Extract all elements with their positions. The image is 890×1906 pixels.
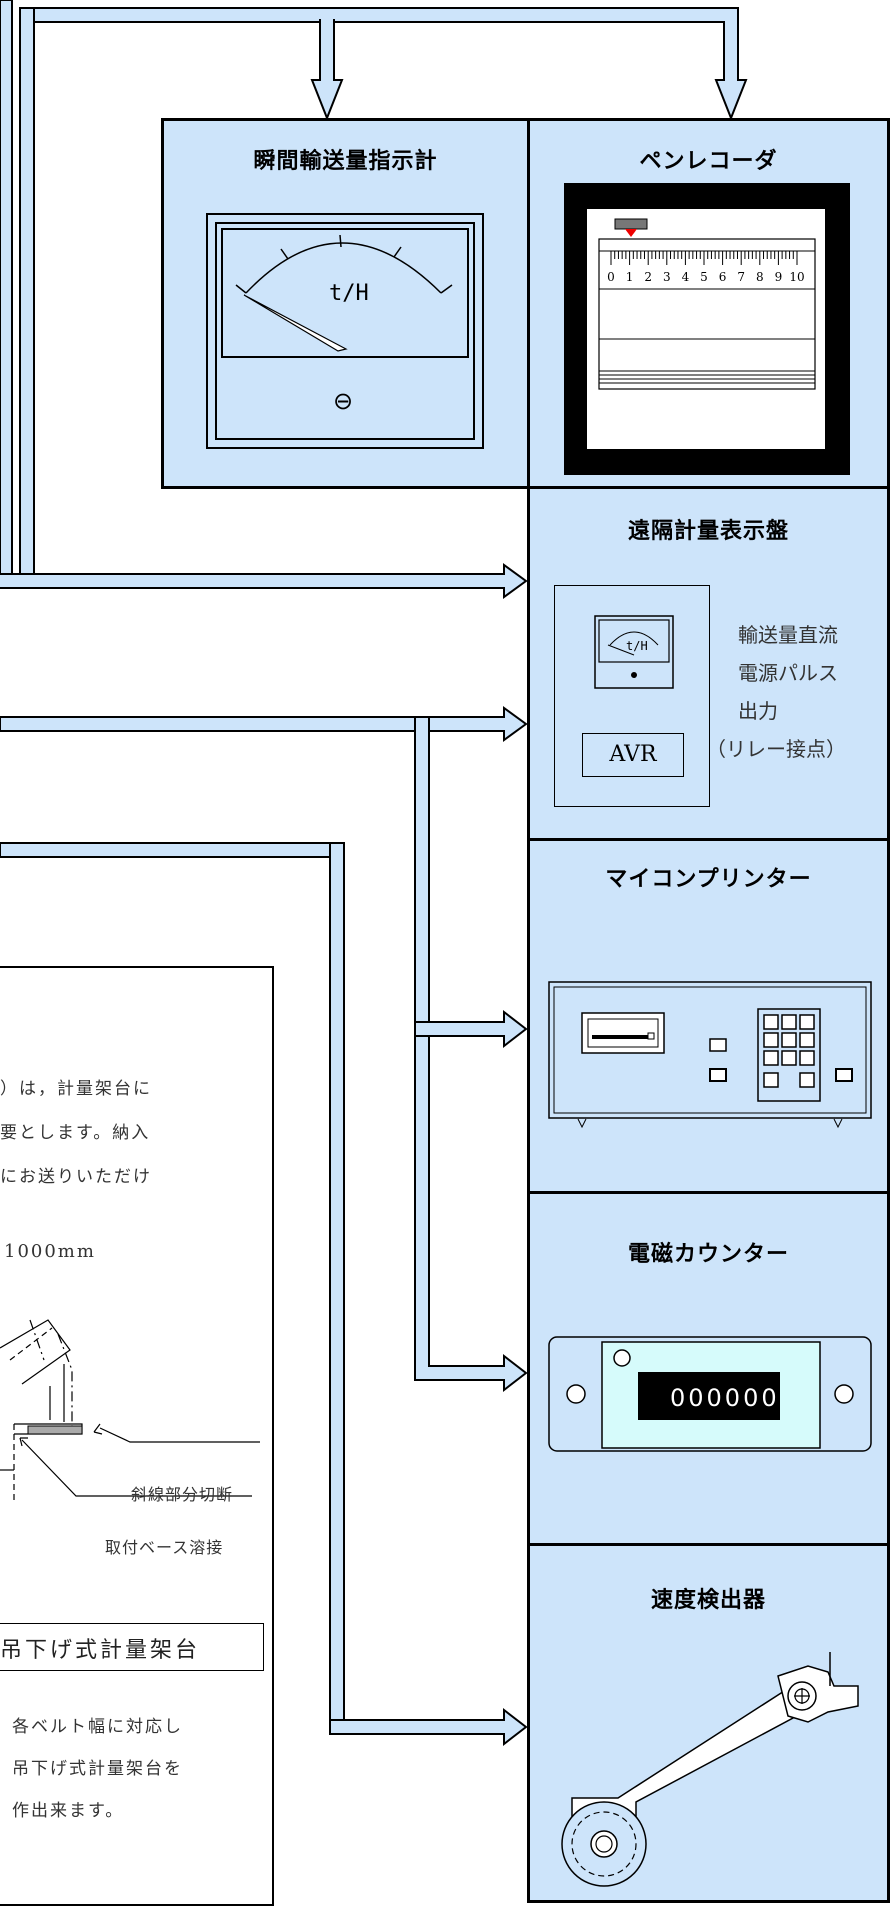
- arrow-to-counter: [414, 1353, 528, 1393]
- panel-title: 瞬間輸送量指示計: [253, 149, 438, 174]
- recorder-scale-label: 4: [682, 270, 690, 284]
- output-desc-1: 輸送量直流: [738, 623, 838, 647]
- recorder-scale-label: 2: [644, 270, 652, 284]
- printer-icon: [548, 981, 872, 1129]
- frame-title: 吊下げ式計量架台: [0, 1638, 201, 1663]
- counter-icon: [548, 1336, 872, 1452]
- panel-counter: 電磁カウンター 000000: [527, 1191, 890, 1546]
- output-desc-2: 電源パルス: [738, 661, 838, 685]
- recorder-scale-label: 9: [775, 270, 783, 284]
- small-meter-icon: [594, 615, 674, 689]
- arrow-to-speed-detector: [0, 842, 528, 1747]
- panel-title: 速度検出器: [650, 1588, 766, 1613]
- top-bus: [19, 7, 739, 589]
- output-desc-3: 出力: [738, 699, 778, 723]
- note-line-3: にお送りいただけ: [0, 1167, 152, 1187]
- avr-label: AVR: [582, 733, 684, 777]
- arrow-to-pen-recorder: [714, 79, 748, 121]
- panel-speed-detector: 速度検出器: [527, 1543, 890, 1903]
- recorder-scale-label: 8: [756, 270, 764, 284]
- recorder-scale-label: 1: [626, 270, 634, 284]
- recorder-scale-label: 3: [663, 270, 671, 284]
- panel-title: 遠隔計量表示盤: [627, 519, 789, 544]
- counter-digits: 000000: [670, 1384, 780, 1412]
- arrow-to-meter: [310, 79, 344, 121]
- speed-detector-icon: [561, 1652, 859, 1887]
- frame-desc-line-1: 各ベルト幅に対応し: [12, 1717, 183, 1737]
- recorder-paper: [587, 209, 825, 449]
- arrow-to-printer: [414, 1009, 528, 1049]
- recorder-scale-label: 10: [789, 270, 804, 284]
- frame-desc-line-2: 吊下げ式計量架台を: [12, 1759, 183, 1779]
- note-line-2: 要とします。納入: [0, 1123, 151, 1143]
- left-document-frame: [0, 966, 274, 1906]
- frame-sketch: [0, 1319, 260, 1500]
- analog-meter-icon: [206, 213, 484, 449]
- panel-title: 電磁カウンター: [627, 1242, 789, 1267]
- note-line-1: ）は，計量架台に: [0, 1079, 152, 1099]
- weld-label: 取付ベース溶接: [105, 1538, 224, 1557]
- panel-printer: マイコンプリンター: [527, 838, 890, 1194]
- recorder-scale-label: 6: [719, 270, 727, 284]
- cut-label: 斜線部分切断: [131, 1485, 234, 1504]
- panel-instant-meter: 瞬間輸送量指示計 t/H ⊖: [161, 118, 530, 489]
- panel-title: マイコンプリンター: [605, 867, 812, 892]
- recorder-scale-label: 5: [700, 270, 708, 284]
- meter-unit: t/H: [329, 281, 369, 306]
- arrow-row-2: [0, 706, 528, 1374]
- arrow-row-1: [0, 563, 528, 599]
- frame-desc-line-3: 作出来ます。: [12, 1801, 125, 1821]
- recorder-scale-label: 0: [607, 270, 615, 284]
- small-meter-unit: t/H: [626, 639, 648, 653]
- panel-title: ペンレコーダ: [639, 149, 778, 174]
- zero-adjust-icon: ⊖: [333, 387, 354, 415]
- output-desc-4: （リレー接点）: [706, 737, 846, 761]
- frame-title-box: [0, 1623, 264, 1671]
- panel-remote-display: 遠隔計量表示盤 t/H AVR 輸送量直流 電源パルス 出力 （リレー接点）: [527, 486, 890, 841]
- remote-box: [554, 585, 710, 807]
- recorder-scale-label: 7: [737, 270, 745, 284]
- dimension-label: 1000mm: [4, 1241, 96, 1262]
